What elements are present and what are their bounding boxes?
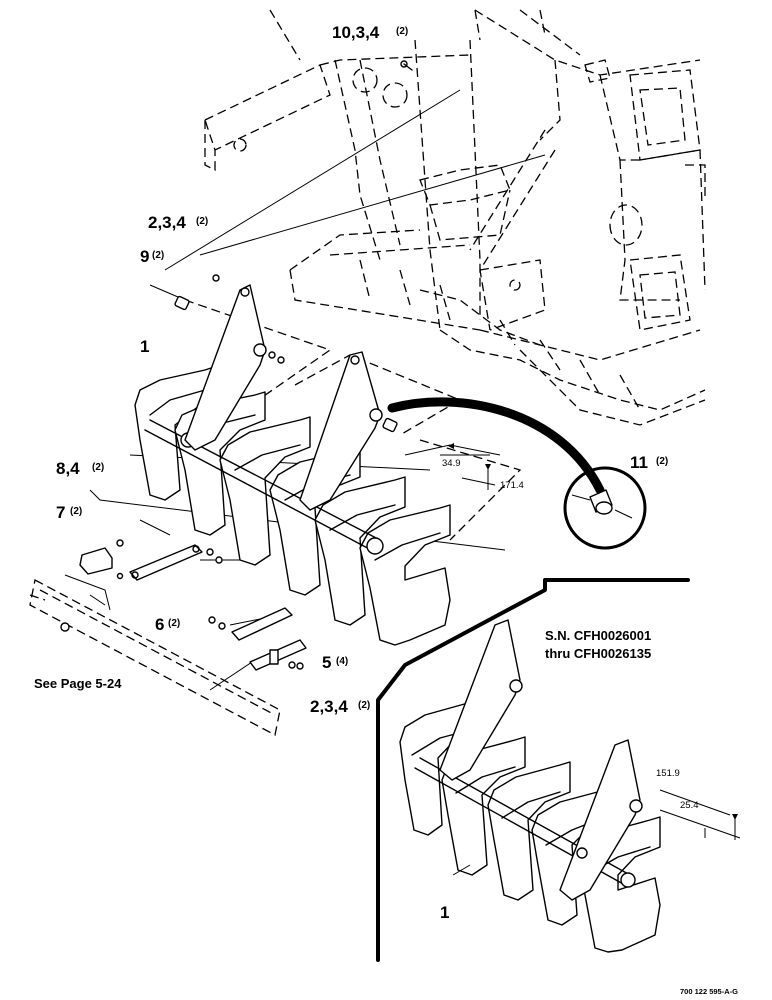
see-page-note: See Page 5-24: [34, 676, 122, 691]
inset-view: [376, 578, 741, 962]
mounting-plate-left: [184, 284, 266, 451]
callout-6: 6: [155, 615, 164, 634]
dim-171-4: 171.4: [500, 480, 524, 491]
callout-2-3-4-bottom: 2,3,4: [310, 697, 348, 716]
serial-number-line-2: thru CFH0026135: [545, 646, 651, 661]
hardware-items: [29, 60, 605, 736]
inset-border: [376, 578, 690, 962]
callout-2-3-4-bottom-qty: (2): [358, 700, 370, 711]
callout-10-3-4-qty: (2): [396, 26, 408, 37]
callout-11: 11: [630, 453, 648, 472]
link-plate-5a: [231, 607, 293, 641]
dimensions-main: [404, 443, 501, 490]
link-plate-6: [129, 544, 203, 581]
callout-5: 5: [322, 653, 331, 672]
callout-9-qty: (2): [152, 250, 164, 261]
callout-11-qty: (2): [656, 456, 668, 467]
callout-2-3-4-top-qty: (2): [196, 216, 208, 227]
callout-8-4: 8,4: [56, 459, 80, 478]
callout-2-3-4-top: 2,3,4: [148, 213, 186, 232]
serial-number-line-1: S.N. CFH0026001: [545, 628, 651, 643]
callout-1-main: 1: [140, 337, 149, 356]
figure-reference: 700 122 595-A-G: [680, 987, 738, 996]
baler-frame-phantom: [204, 9, 706, 426]
callout-1-inset: 1: [440, 903, 449, 922]
mounting-plate-right: [299, 351, 381, 511]
callout-7: 7: [56, 503, 65, 522]
callout-6-qty: (2): [168, 618, 180, 629]
callout-7-qty: (2): [70, 506, 82, 517]
callout-9: 9: [140, 247, 149, 266]
callout-5-qty: (4): [336, 656, 348, 667]
rail-see-page-5-24: [29, 579, 281, 736]
mounting-plates: [184, 284, 383, 511]
assembly-leader-lines: [64, 89, 546, 691]
finger-3: [219, 416, 311, 566]
bracket-7: [79, 547, 113, 575]
callout-10-3-4: 10,3,4: [332, 23, 380, 42]
part-callouts: 10,3,4 (2) 2,3,4 (2) 9 (2) 1 8,4 (2) 7 (…: [56, 23, 668, 922]
dim-34-9: 34.9: [442, 458, 461, 469]
notes: See Page 5-24 S.N. CFH0026001 thru CFH00…: [34, 628, 738, 996]
finger-6: [359, 504, 451, 646]
dimension-labels: 34.9 171.4 151.9 25.4: [442, 458, 699, 811]
dim-151-9: 151.9: [656, 768, 680, 779]
dim-25-4: 25.4: [680, 800, 699, 811]
finger-5: [314, 476, 406, 626]
callout-8-4-qty: (2): [92, 462, 104, 473]
detail-11-view: [563, 466, 647, 550]
